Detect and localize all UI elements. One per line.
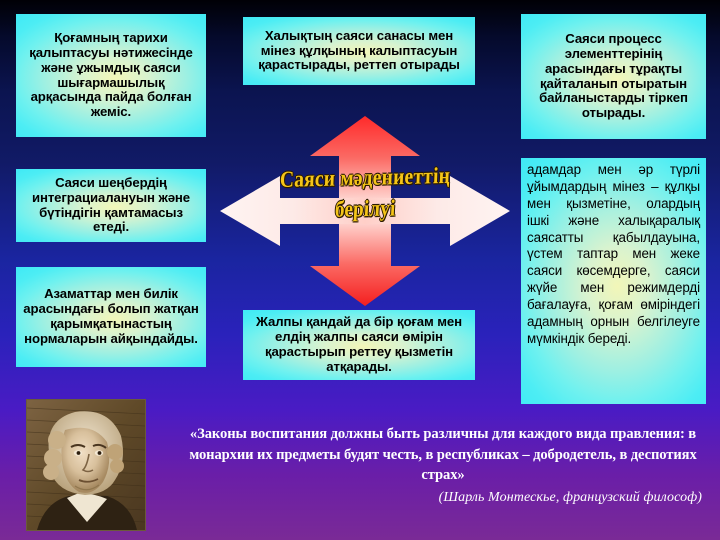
info-box-top-center: Халықтың саяси санасы мен мінез құлқының… (243, 17, 475, 85)
montesquieu-portrait-image (26, 399, 146, 531)
info-box-middle-right: адамдар мен әр түрлі ұйымдардың мінез – … (521, 158, 706, 404)
info-box-top-right-text: Саяси процесс элементтерінің арасындағы … (539, 31, 688, 121)
info-box-middle-right-text: адамдар мен әр түрлі ұйымдардың мінез – … (527, 162, 700, 346)
info-box-top-center-text: Халықтың саяси санасы мен мінез құлқының… (258, 27, 460, 73)
quote-attribution: (Шарль Монтескье, французский философ) (438, 490, 702, 506)
four-way-arrow-icon (218, 112, 512, 310)
info-box-top-left: Қоғамның тарихи қалыптасуы нәтижесінде ж… (16, 14, 206, 137)
quote-text: «Законы воспитания должны быть различны … (189, 426, 697, 484)
info-box-bottom-center-text: Жалпы қандай да бір қоғам мен елдің жалп… (255, 314, 462, 374)
info-box-top-left-text: Қоғамның тарихи қалыптасуы нәтижесінде ж… (29, 30, 193, 120)
info-box-top-right: Саяси процесс элементтерінің арасындағы … (521, 14, 706, 139)
info-box-bottom-center: Жалпы қандай да бір қоғам мен елдің жалп… (243, 310, 475, 380)
info-box-bottom-left: Азаматтар мен билік арасындағы болып жат… (16, 267, 206, 367)
info-box-bottom-left-text: Азаматтар мен билік арасындағы болып жат… (23, 286, 199, 346)
info-box-middle-left-text: Саяси шеңбердің интеграциалануын және бү… (31, 174, 191, 235)
quote-block: «Законы воспитания должны быть различны … (176, 424, 710, 506)
info-box-middle-left: Саяси шеңбердің интеграциалануын және бү… (16, 169, 206, 242)
